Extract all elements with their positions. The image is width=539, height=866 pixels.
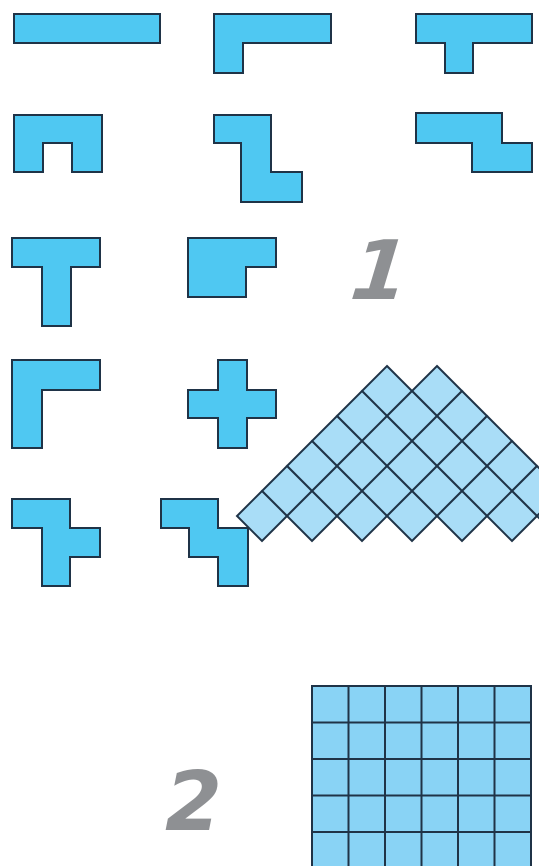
- piece-u-shape: [14, 115, 102, 172]
- grid-square-cell: [349, 796, 386, 833]
- pentomino-tree: [237, 366, 539, 541]
- label-two: 2: [165, 755, 222, 850]
- grid-square-cell: [458, 759, 495, 796]
- grid-square-cell: [458, 796, 495, 833]
- grid-square-cell: [495, 759, 532, 796]
- grid-square-cell: [312, 832, 349, 866]
- piece-p-shape: [188, 238, 276, 297]
- grid-square-cell: [495, 832, 532, 866]
- grid-square-cell: [349, 759, 386, 796]
- grid-square-cell: [422, 796, 459, 833]
- grid-square-cell: [312, 723, 349, 760]
- grid-square-cell: [458, 832, 495, 866]
- grid-square-cell: [422, 832, 459, 866]
- grid-square-cell: [385, 759, 422, 796]
- grid-square-cell: [385, 686, 422, 723]
- piece-f-shape: [12, 499, 100, 586]
- grid-square-cell: [312, 759, 349, 796]
- grid-square-cell: [422, 686, 459, 723]
- piece-z-left-shape: [214, 115, 302, 202]
- piece-t-top-shape: [416, 14, 532, 73]
- grid-square-cell: [349, 686, 386, 723]
- grid-square-cell: [495, 796, 532, 833]
- grid-square-cell: [458, 723, 495, 760]
- grid-square-cell: [385, 723, 422, 760]
- grid-square-cell: [349, 723, 386, 760]
- piece-l-long-shape: [214, 14, 331, 73]
- grid-square-cell: [422, 723, 459, 760]
- grid-square-cell: [422, 759, 459, 796]
- grid-square-cell: [385, 796, 422, 833]
- grid-square-cell: [312, 796, 349, 833]
- grid-square-cell: [312, 686, 349, 723]
- grid-square-cell: [495, 723, 532, 760]
- piece-i-shape: [14, 14, 160, 43]
- label-one: 1: [346, 224, 413, 319]
- piece-w-shape: [161, 499, 248, 586]
- grid-square-cell: [349, 832, 386, 866]
- piece-t-shape: [12, 238, 100, 326]
- piece-z-right-shape: [416, 113, 532, 172]
- grid-square-cell: [495, 686, 532, 723]
- piece-plus-shape: [188, 360, 276, 448]
- grid-square-cell: [458, 686, 495, 723]
- piece-v-shape: [12, 360, 100, 448]
- square-grid: [312, 686, 531, 866]
- grid-square-cell: [385, 832, 422, 866]
